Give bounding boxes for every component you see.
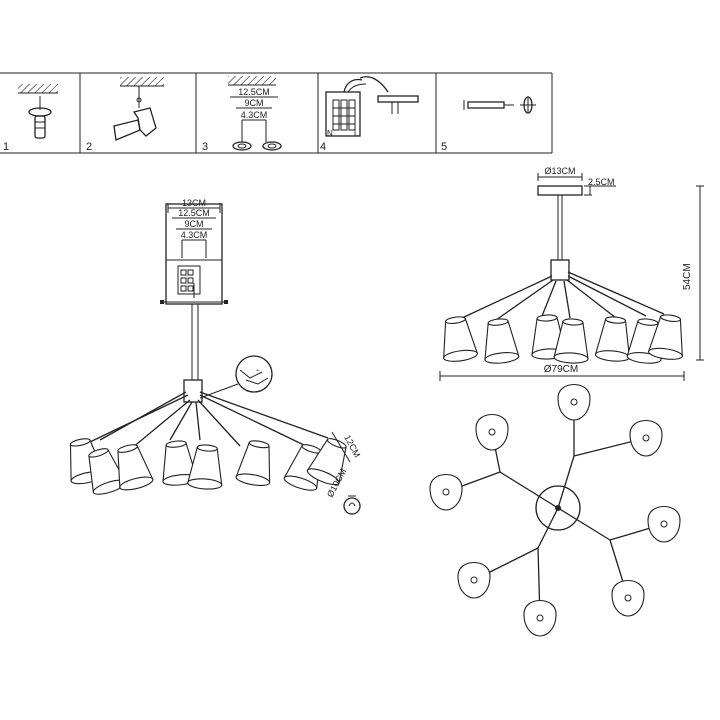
top-lamp-shade — [647, 506, 681, 543]
terminal-block — [177, 265, 201, 295]
step-number-5: 5 — [441, 141, 447, 153]
hammer-icon — [113, 107, 157, 141]
step-number-2: 2 — [86, 141, 92, 153]
wire-connector-icon — [332, 99, 356, 131]
lamp-shade — [306, 438, 347, 486]
step-number-3: 3 — [202, 141, 208, 153]
bulb-icon — [343, 495, 361, 515]
ceiling-hatch-icon — [18, 84, 58, 93]
step-number-4: 4 — [320, 141, 326, 153]
top-lamp-shades — [429, 384, 681, 637]
step-5-illustration — [463, 96, 536, 114]
top-lamp-shade — [629, 420, 663, 457]
side-lamp-shade — [443, 316, 479, 362]
canopy-detail: 13CM 12.5CM 9CM 4.3CM — [160, 198, 228, 305]
step3-dim-12-5: 12.5CM — [238, 87, 270, 97]
screw-icon — [232, 141, 252, 151]
hub — [183, 379, 203, 403]
ceiling-lamp-icon — [537, 185, 583, 196]
step3-dim-9: 9CM — [244, 98, 263, 108]
drill-icon — [463, 100, 514, 110]
side-lamp-shade — [594, 316, 630, 362]
step-2-illustration — [113, 77, 164, 141]
top-lamp-shade — [429, 474, 463, 511]
side-arms — [461, 271, 665, 321]
screw-icon — [520, 96, 536, 114]
callout-wire-mark: ⌁ — [256, 368, 260, 374]
top-view — [429, 384, 681, 637]
lamp-shade — [187, 444, 223, 490]
wire-label-l: L — [354, 129, 359, 138]
top-lamp-shade — [475, 414, 509, 451]
lamp-shades — [69, 438, 347, 495]
side-lamp-shade — [647, 314, 683, 360]
side-canopy-height: 2.5CM — [588, 177, 615, 187]
side-lamp-shades — [443, 314, 683, 364]
wire-label-n: N — [327, 129, 333, 138]
step-1-illustration — [18, 84, 58, 139]
canopy-dim-4-3: 4.3CM — [181, 230, 208, 240]
wiring-callout: ⌁ — [199, 355, 273, 399]
side-lamp-shade — [484, 318, 520, 364]
canopy-dim-12-5: 12.5CM — [178, 208, 210, 218]
screw-icon — [28, 96, 52, 139]
lamp-shade — [117, 444, 154, 491]
step-3-illustration: 12.5CM 9CM 4.3CM — [228, 76, 282, 151]
canopy-dim-9: 9CM — [184, 219, 203, 229]
canopy-plate — [377, 95, 419, 103]
step-4-illustration: N L — [325, 76, 419, 138]
step3-dim-4-3: 4.3CM — [241, 110, 268, 120]
top-lamp-shade — [557, 384, 591, 421]
step-strip: 1 2 3 4 5 — [0, 72, 553, 154]
top-lamp-shade — [611, 580, 645, 617]
screw-icon — [262, 141, 282, 151]
canopy-dim-13: 13CM — [182, 198, 206, 208]
side-hub — [550, 259, 570, 281]
lamp-shade — [283, 444, 322, 491]
top-lamp-shade — [523, 600, 557, 637]
side-width-label: Ø79CM — [544, 364, 578, 375]
terminal-block — [325, 91, 361, 137]
side-height-label: 54CM — [682, 263, 693, 290]
step-number-1: 1 — [3, 141, 9, 153]
fixture-perspective: ⌁ 12CM Ø10CM — [69, 303, 362, 515]
wire-connector-icon — [180, 269, 194, 292]
top-lamp-shade — [457, 562, 491, 599]
ceiling-hatch-icon — [120, 77, 164, 86]
side-view: Ø13CM 2.5CM 54CM Ø79CM — [439, 166, 704, 381]
side-canopy-diameter: Ø13CM — [544, 166, 575, 176]
rod — [191, 303, 199, 381]
top-canopy — [535, 485, 581, 531]
side-lamp-shade — [553, 318, 589, 364]
ceiling-hatch-icon — [228, 76, 276, 85]
lamp-shade — [235, 440, 271, 487]
arms — [89, 391, 329, 449]
